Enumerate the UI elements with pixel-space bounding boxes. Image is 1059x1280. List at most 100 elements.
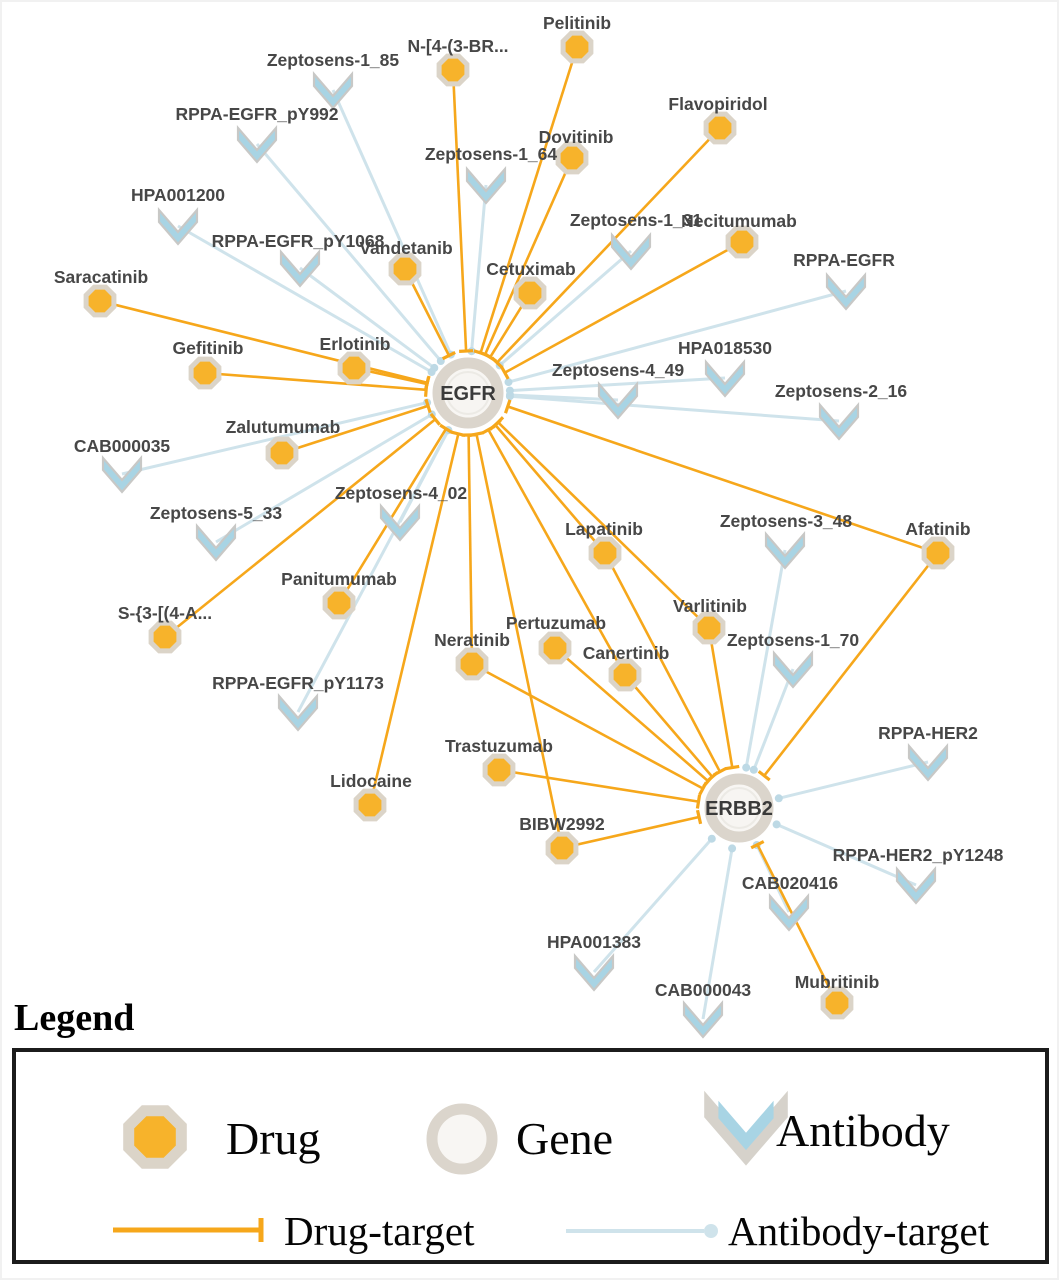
edge-tee-zalutumumab bbox=[424, 398, 432, 414]
node-gefitinib bbox=[188, 356, 222, 390]
node-label-zeptosens-1-70: Zeptosens-1_70 bbox=[727, 630, 860, 650]
node-label-gefitinib: Gefitinib bbox=[173, 338, 244, 358]
node-cab000043 bbox=[682, 1000, 724, 1039]
node-label-trastuzumab: Trastuzumab bbox=[445, 736, 553, 756]
drug-legend-icon bbox=[123, 1105, 187, 1169]
edge-n-4-3-br-egfr bbox=[451, 69, 468, 352]
edge-dot-zeptosens-1-70 bbox=[749, 765, 758, 774]
node-lapatinib bbox=[588, 536, 622, 570]
node-bibw2992 bbox=[545, 831, 579, 865]
edge-rppa-egfr-py992-egfr bbox=[255, 143, 442, 362]
edge-zeptosens-2-16-egfr bbox=[509, 394, 840, 423]
edge-afatinib-erbb2 bbox=[763, 552, 940, 777]
gene-legend-label: Gene bbox=[516, 1113, 614, 1164]
node-label-rppa-her2: RPPA-HER2 bbox=[878, 723, 978, 743]
edge-neratinib-erbb2 bbox=[471, 662, 704, 790]
edge-dot-rppa-her2-py1248 bbox=[772, 820, 781, 829]
antibody-target-legend-label: Antibody-target bbox=[728, 1208, 990, 1254]
node-zeptosens-4-02 bbox=[379, 503, 421, 542]
edge-zeptosens-1-64-egfr bbox=[470, 184, 488, 352]
node-erlotinib bbox=[337, 351, 371, 385]
edge-hpa001383-erbb2 bbox=[592, 837, 713, 973]
edge-zeptosens-5-33-egfr bbox=[215, 413, 433, 544]
edge-tee-mubritinib bbox=[750, 840, 765, 850]
edge-tee-afatinib bbox=[757, 770, 771, 782]
edge-dot-zeptosens-2-16 bbox=[505, 392, 514, 401]
edge-lidocaine-egfr bbox=[368, 433, 460, 806]
node-zeptosens-1-70 bbox=[772, 650, 814, 689]
edge-canertinib-egfr bbox=[487, 429, 627, 676]
node-rppa-her2 bbox=[907, 743, 949, 782]
node-label-flavopiridol: Flavopiridol bbox=[668, 94, 767, 114]
edge-dovitinib-egfr bbox=[483, 157, 574, 356]
drug-legend-label: Drug bbox=[226, 1113, 321, 1164]
edge-zeptosens-3-48-erbb2 bbox=[744, 549, 787, 768]
edge-dot-rppa-her2 bbox=[774, 794, 783, 803]
drug-target-legend-label: Drug-target bbox=[284, 1208, 475, 1254]
edge-mubritinib-erbb2 bbox=[756, 844, 839, 1004]
edge-tee-vandetanib bbox=[441, 350, 456, 361]
drug-target-line-icon bbox=[113, 1218, 264, 1242]
node-rppa-egfr-py1173 bbox=[277, 693, 319, 732]
edge-rppa-egfr-egfr bbox=[508, 289, 847, 384]
node-label-rppa-egfr-py1173: RPPA-EGFR_pY1173 bbox=[212, 673, 384, 693]
node-afatinib bbox=[921, 536, 955, 570]
node-lidocaine bbox=[353, 788, 387, 822]
edge-zalutumumab-egfr bbox=[281, 404, 429, 455]
node-label-vandetanib: Vandetanib bbox=[359, 238, 452, 258]
edge-tee-canertinib bbox=[481, 424, 496, 435]
edge-dot-zeptosens-3-48 bbox=[742, 763, 751, 772]
edge-dot-rppa-egfr-py1068 bbox=[430, 363, 439, 372]
edge-lapatinib-erbb2 bbox=[603, 552, 722, 773]
legend-title: Legend bbox=[14, 997, 135, 1039]
edge-rppa-egfr-py1068-egfr bbox=[299, 266, 436, 370]
edge-tee-varlitinib bbox=[725, 764, 740, 771]
node-label-zeptosens-4-02: Zeptosens-4_02 bbox=[335, 483, 468, 503]
node-cab000035 bbox=[101, 455, 143, 494]
node-zeptosens-5-33 bbox=[195, 523, 237, 562]
edge-tee-n-4-3-br bbox=[459, 349, 474, 353]
node-rppa-her2-py1248 bbox=[895, 866, 937, 905]
edge-afatinib-egfr bbox=[507, 405, 939, 555]
node-label-rppa-egfr-py1068: RPPA-EGFR_pY1068 bbox=[212, 231, 385, 251]
edge-rppa-her2-erbb2 bbox=[778, 760, 929, 800]
edge-rppa-egfr-py1173-egfr bbox=[296, 429, 450, 713]
node-label-cab000043: CAB000043 bbox=[655, 980, 752, 1000]
edge-tee-erlotinib bbox=[423, 376, 431, 392]
edge-cab000043-erbb2 bbox=[701, 848, 734, 1020]
node-rppa-egfr-py992 bbox=[236, 125, 278, 164]
node-label-zeptosens-4-49: Zeptosens-4_49 bbox=[552, 360, 685, 380]
node-zeptosens-3-48 bbox=[764, 531, 806, 570]
node-zeptosens-1-64 bbox=[465, 166, 507, 205]
node-label-lapatinib: Lapatinib bbox=[565, 519, 643, 539]
edge-tee-bibw2992 bbox=[469, 431, 484, 438]
node-n-4-3-br bbox=[436, 53, 470, 87]
node-label-rppa-egfr: RPPA-EGFR bbox=[793, 250, 895, 270]
node-label-varlitinib: Varlitinib bbox=[673, 596, 747, 616]
node-label-zeptosens-5-33: Zeptosens-5_33 bbox=[150, 503, 283, 523]
node-erbb2-inner bbox=[718, 787, 760, 829]
node-label-zeptosens-1-31: Zeptosens-1_31 bbox=[570, 210, 703, 230]
node-label-rppa-her2-py1248: RPPA-HER2_pY1248 bbox=[833, 845, 1004, 865]
node-label-n-4-3-br: N-[4-(3-BR... bbox=[407, 36, 508, 56]
node-cetuximab bbox=[513, 276, 547, 310]
edge-gefitinib-egfr bbox=[204, 371, 427, 392]
node-s-3-4-a bbox=[148, 620, 182, 654]
node-saracatinib bbox=[83, 284, 117, 318]
node-label-panitumumab: Panitumumab bbox=[281, 569, 397, 589]
edge-varlitinib-egfr bbox=[497, 421, 710, 629]
edge-trastuzumab-erbb2 bbox=[498, 768, 699, 803]
node-label-cetuximab: Cetuximab bbox=[486, 259, 575, 279]
node-label-pertuzumab: Pertuzumab bbox=[506, 613, 606, 633]
node-label-cab020416: CAB020416 bbox=[742, 873, 839, 893]
edge-tee-trastuzumab bbox=[695, 794, 702, 809]
node-egfr-label: EGFR bbox=[440, 383, 496, 405]
node-label-cab000035: CAB000035 bbox=[74, 436, 171, 456]
edge-saracatinib-egfr bbox=[99, 299, 428, 385]
antibody-legend-icon bbox=[704, 1090, 788, 1166]
node-dovitinib bbox=[555, 141, 589, 175]
edge-dot-cab000043 bbox=[728, 844, 737, 853]
edge-zeptosens-1-70-erbb2 bbox=[752, 668, 795, 771]
